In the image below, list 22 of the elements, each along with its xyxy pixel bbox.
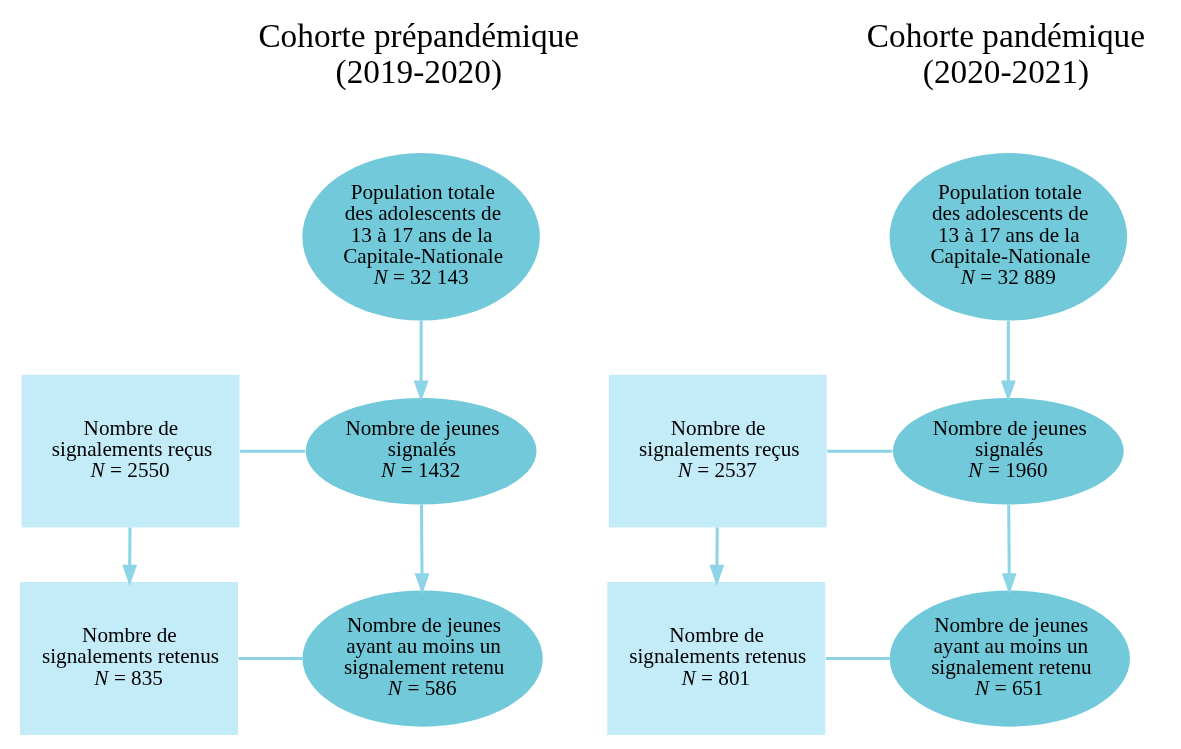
label: Cohorte pandémique (2020-2021) [866,16,1145,91]
node-box: Nombre de signalements reçus N = 2550 [21,374,239,528]
arrow [709,527,724,586]
node-ellipse: Population totale des adolescents de 13 à 17 ans de la Capitale-Nationale N = 32 889 [889,153,1127,321]
node-ellipse: Nombre de jeunes signalés N = 1432 [305,397,536,505]
arrow [1000,320,1016,402]
connector [825,657,890,661]
arrow [121,527,137,586]
arrow [1001,504,1017,595]
node-box: Nombre de signalements reçus N = 2537 [608,374,827,528]
arrow [413,320,429,402]
node-ellipse: Nombre de jeunes ayant au moins un signalement retenu N = 586 [302,590,543,727]
connector [238,657,303,661]
node-ellipse: Nombre de jeunes ayant au moins un signalement retenu N = 651 [889,590,1130,727]
label: Cohorte prépandémique (2019-2020) [257,16,579,91]
node-box: Nombre de signalements retenus N = 835 [19,582,238,735]
connector [239,449,305,453]
node-box: Nombre de signalements retenus N = 801 [606,582,825,735]
node-ellipse: Nombre de jeunes signalés N = 1960 [892,397,1124,505]
node-ellipse: Population totale des adolescents de 13 à 17 ans de la Capitale-Nationale N = 32 143 [301,153,540,321]
arrow [414,504,429,595]
connector [826,449,892,453]
